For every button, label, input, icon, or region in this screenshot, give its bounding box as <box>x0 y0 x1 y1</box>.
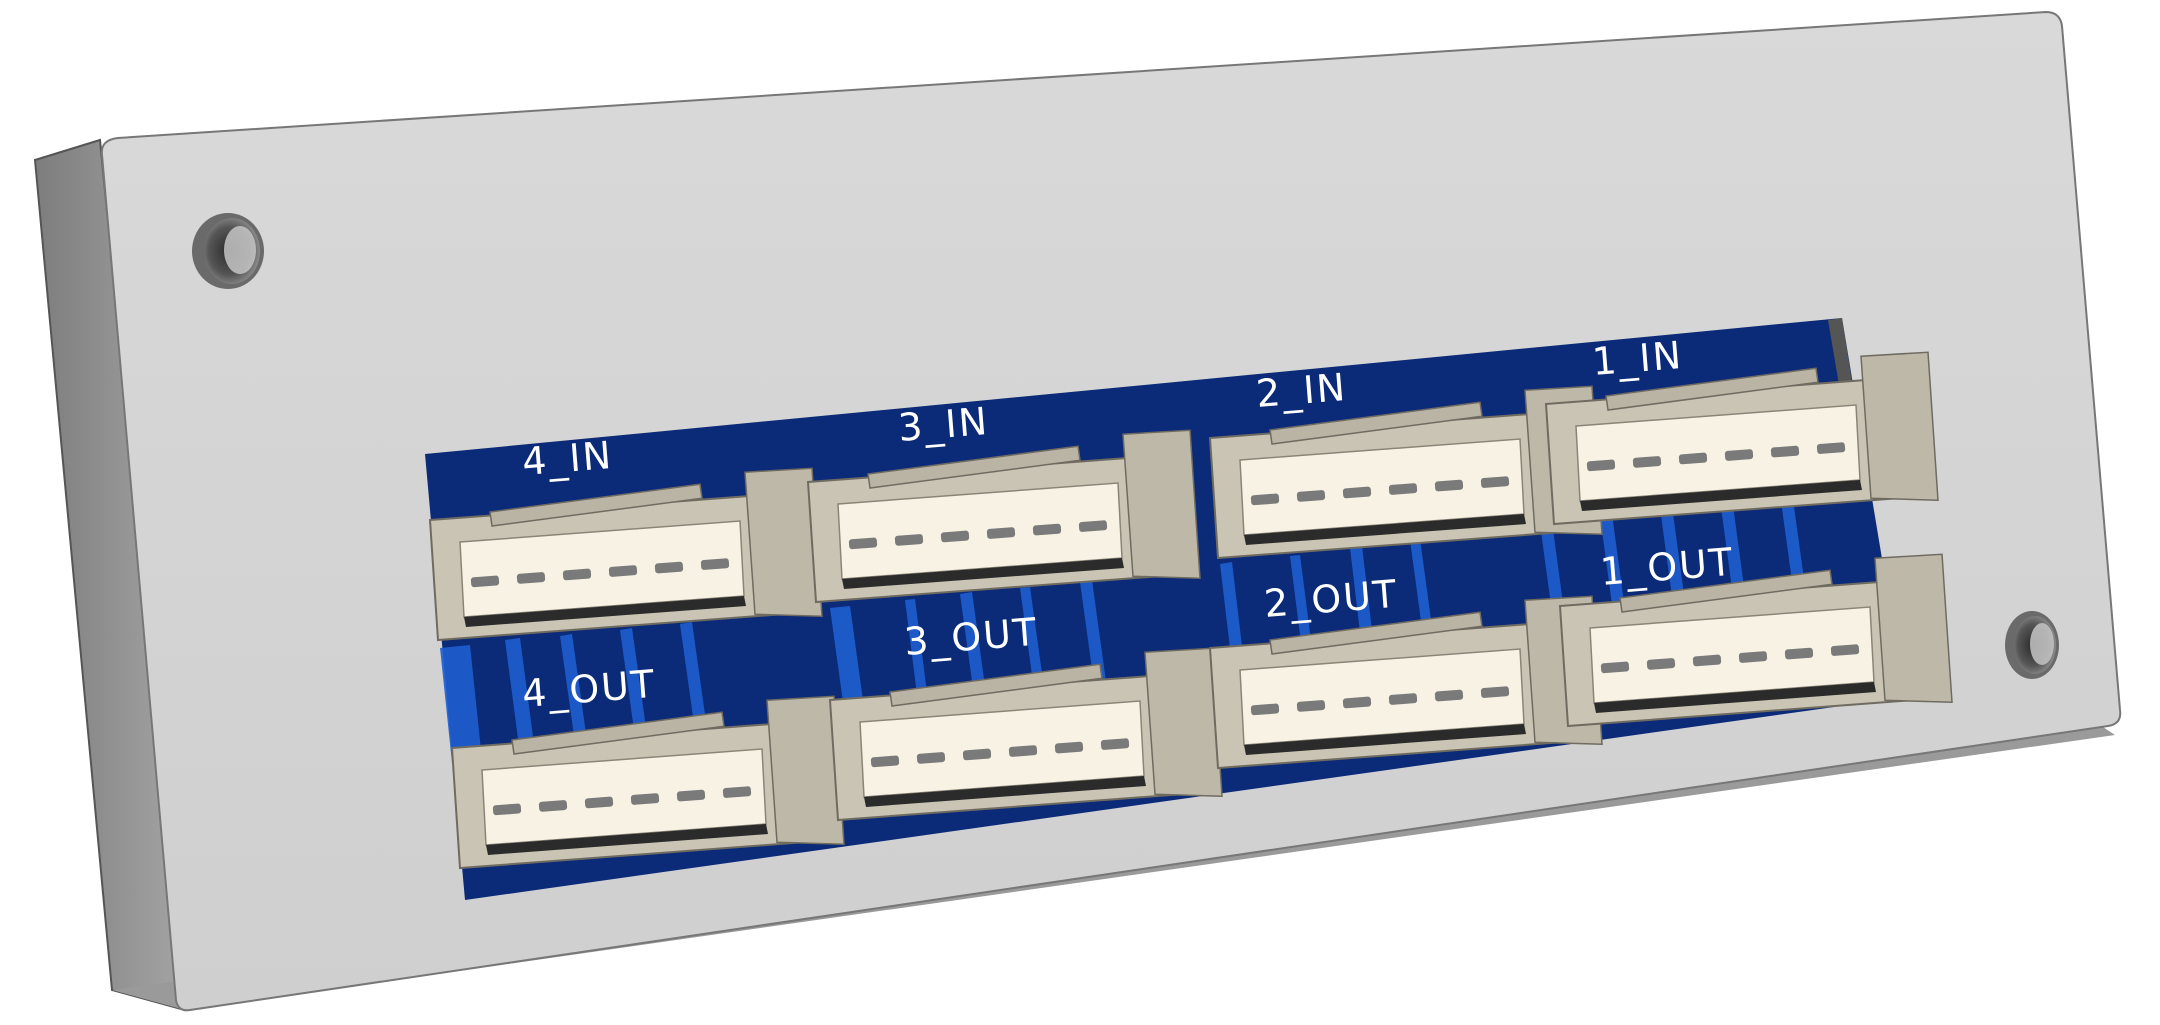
connector-pin <box>1388 693 1418 705</box>
connector-flange <box>744 467 823 618</box>
connector-pin <box>1434 689 1464 702</box>
connector-pin <box>1388 483 1418 495</box>
connector-pin <box>1296 700 1326 712</box>
connector-shadow <box>842 558 1124 589</box>
connector-latch <box>1269 611 1483 655</box>
connector-latch <box>1269 401 1483 445</box>
connector-shadow <box>1594 682 1876 713</box>
connector-pin <box>1250 703 1280 716</box>
connector-pin <box>1296 490 1326 502</box>
connector-latch <box>489 483 703 527</box>
connector-pin <box>1100 738 1130 750</box>
mounting-hole-icon <box>2005 611 2059 679</box>
connector-pin <box>962 748 992 761</box>
connector-pin <box>1830 644 1860 656</box>
connector-pin <box>1054 741 1084 754</box>
connector-latch <box>1619 569 1833 613</box>
connector-pin <box>1480 476 1510 488</box>
connector-pin <box>1678 452 1708 465</box>
connector-shadow <box>1244 514 1526 545</box>
connector-pin <box>1770 445 1800 458</box>
connector-pin <box>848 537 878 550</box>
connector-pin <box>1008 745 1038 757</box>
connector-pin <box>676 789 706 802</box>
connector-pin <box>1434 479 1464 492</box>
mounting-hole-icon <box>192 213 264 289</box>
connector-flange <box>1122 429 1201 580</box>
connector-shadow <box>1580 480 1862 511</box>
connector-latch <box>867 445 1081 489</box>
connector-pin <box>894 534 924 546</box>
connector-pin <box>1032 523 1062 536</box>
connector-pin <box>1250 493 1280 506</box>
connector-out-4 <box>450 695 845 870</box>
connector-pin <box>1480 686 1510 698</box>
connector-in-4 <box>428 467 823 642</box>
connector-out-1 <box>1558 553 1953 728</box>
connector-flange <box>1860 351 1939 502</box>
connector-out-2 <box>1208 595 1603 770</box>
connector-pin <box>916 752 946 764</box>
connector-pin <box>1784 647 1814 660</box>
connector-flange <box>766 695 845 846</box>
connector-in-1 <box>1544 351 1939 526</box>
connector-pin <box>1342 486 1372 499</box>
connector-shadow <box>1244 724 1526 755</box>
connector-layer <box>428 351 1953 870</box>
connector-pin <box>1646 658 1676 670</box>
connector-out-3 <box>828 647 1223 822</box>
connector-pin <box>1342 696 1372 709</box>
connector-in-2 <box>1208 385 1603 560</box>
connector-pin <box>562 568 592 581</box>
connector-pin <box>1738 651 1768 663</box>
connector-latch <box>1605 367 1819 411</box>
connector-shadow <box>464 596 746 627</box>
connector-pin <box>608 565 638 577</box>
connector-pin <box>986 527 1016 539</box>
connector-pin <box>1692 654 1722 667</box>
connector-latch <box>889 663 1103 707</box>
connector-shadow <box>486 824 768 855</box>
connector-pin <box>630 793 660 805</box>
connector-pin <box>470 575 500 588</box>
connector-pin <box>870 755 900 768</box>
connector-in-3 <box>806 429 1201 604</box>
connector-latch <box>511 711 725 755</box>
connector-pin <box>1586 459 1616 472</box>
connector-pin <box>1078 520 1108 532</box>
connector-pin <box>1724 449 1754 461</box>
connector-flange <box>1874 553 1953 704</box>
connector-pin <box>700 558 730 570</box>
connector-pin <box>940 530 970 543</box>
connector-flange <box>1144 647 1223 798</box>
connector-pin <box>584 796 614 809</box>
connector-pin <box>1816 442 1846 454</box>
connector-pin <box>538 800 568 812</box>
connector-pin <box>492 803 522 816</box>
connector-pin <box>722 786 752 798</box>
connector-pin <box>516 572 546 584</box>
connector-shadow <box>864 776 1146 807</box>
connector-pin <box>654 561 684 574</box>
connector-pin <box>1632 456 1662 468</box>
connector-pin <box>1600 661 1630 674</box>
